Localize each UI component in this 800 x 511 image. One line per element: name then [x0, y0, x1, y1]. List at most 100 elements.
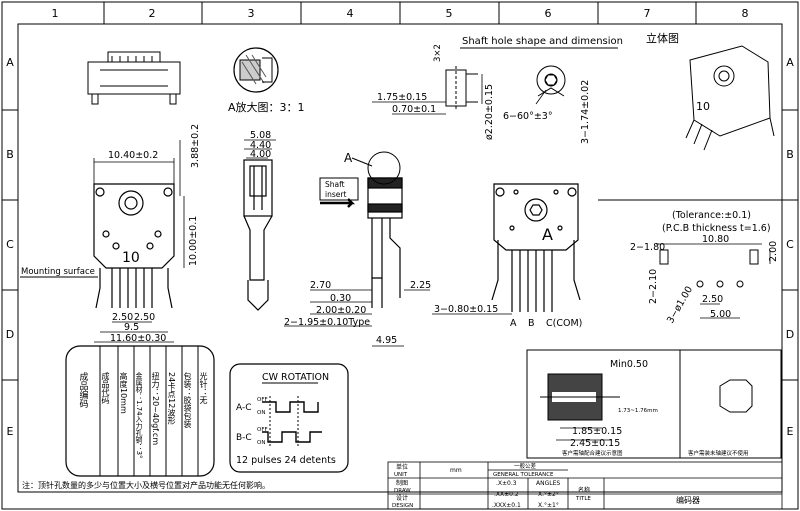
cw-rotation-label: CW ROTATION: [262, 372, 329, 383]
tol-row-3-right: X.°±1°: [538, 502, 559, 509]
table-cell-height: 高度10mm: [119, 372, 128, 414]
design-en: DESIGN: [392, 503, 413, 509]
name-value: 编码器: [676, 495, 700, 505]
col-5: 5: [446, 7, 453, 20]
dim-5-08: 5.08: [250, 130, 271, 141]
dim-6-60: 6−60°±3°: [503, 111, 553, 122]
off-2: OFF: [257, 427, 268, 433]
row-markers: A B C D E A B C D E: [6, 56, 794, 438]
bc-label: B-C: [236, 433, 252, 443]
pulses-label: 12 pulses 24 detents: [236, 455, 336, 466]
col-8: 8: [742, 7, 749, 20]
dim-2-00-vert: 2.00: [768, 241, 779, 262]
ac-label: A-C: [236, 403, 252, 413]
tol-row-3-left: .XXX±0.1: [492, 502, 521, 509]
column-markers: 1 2 3 4 5 6 7 8: [52, 7, 749, 20]
col-7: 7: [644, 7, 651, 20]
shaft-spec-note: 1.73~1.76mm: [618, 408, 658, 414]
three-d-view-drawing: [685, 45, 775, 151]
bottom-note: 注：顶针孔数量的多少与位置大小及横号位置对产品功能无任何影响。: [22, 480, 270, 490]
pcb-thickness-label: (P.C.B thickness t=1.6): [662, 223, 771, 234]
dim-3-0-80: 3−0.80±0.15: [434, 304, 498, 315]
on-1: ON: [257, 410, 265, 416]
dim-0-30: 0.30: [330, 293, 351, 304]
tol-row-1-left: .X±0.3: [496, 480, 517, 487]
dim-2-50-a: 2.50: [112, 312, 133, 323]
customer-note-right: 客户需装未轴建议不使用: [688, 449, 749, 457]
dim-2-00: 2.00±0.20: [316, 305, 366, 316]
table-cell-material: 金属材：1.74入力孔铜：3°: [135, 372, 143, 459]
tol-row-2-left: .XX±0.2: [494, 491, 519, 498]
off-1: OFF: [257, 397, 268, 403]
product-code-table: [65, 345, 215, 477]
customer-note-left: 客户需轴配合建议示意图: [562, 449, 623, 457]
dim-4-00: 4.00: [250, 149, 271, 160]
section-view-drawing: [367, 151, 403, 308]
pcb-hole-layout: [656, 243, 771, 319]
dim-10-40: 10.40±0.2: [108, 150, 158, 161]
dim-10-00: 10.00±0.1: [188, 216, 199, 266]
letter-a-big: A: [542, 225, 553, 244]
unit-en: UNIT: [394, 472, 408, 478]
shaft-insert-label-2: insert: [325, 190, 346, 199]
dim-5-00: 5.00: [710, 309, 731, 320]
dim-1-75: 1.75±0.15: [377, 92, 427, 103]
draw-en: DRAW: [394, 488, 411, 494]
table-cell-light: 光针：无: [199, 372, 208, 404]
row-b: B: [6, 148, 14, 161]
shaft-coupling-box: [526, 349, 782, 459]
shaft-hole-star: [536, 65, 566, 97]
row-d-right: D: [786, 328, 794, 341]
col-3: 3: [248, 7, 255, 20]
mounting-surface-label: Mounting surface: [21, 267, 95, 277]
rear-view-drawing: [491, 183, 581, 312]
front-marking-10: 10: [122, 250, 140, 266]
design-label: 设计: [396, 494, 408, 502]
dim-2-20: ø2.20±0.15: [484, 84, 495, 140]
title-block: [387, 461, 783, 510]
dim-3-1-74: 3−1.74±0.02: [580, 80, 591, 144]
col-6: 6: [545, 7, 552, 20]
table-cell-packing: 包装：胶袋包装: [183, 372, 192, 428]
dim-2-2-10: 2−2.10: [648, 269, 659, 304]
front-view-drawing: [93, 183, 175, 309]
dim-3x2: 3×2: [433, 44, 443, 62]
table-cell-code: 成品代码: [101, 372, 110, 404]
tol-header-right: ANGLES: [536, 480, 560, 487]
min-r-label: Min0.50: [610, 359, 648, 370]
row-e-right: E: [787, 425, 794, 438]
dim-2-50-c: 2.50: [702, 294, 723, 305]
three-d-view-label: 立体图: [646, 31, 679, 45]
on-2: ON: [257, 440, 265, 446]
three-d-marking: 10: [696, 100, 710, 113]
unit-label: 单位: [396, 463, 408, 471]
shaft-insert-box: [319, 177, 359, 201]
col-2: 2: [149, 7, 156, 20]
table-cell-detents: 24卡点12波形: [167, 372, 176, 425]
row-e: E: [7, 425, 14, 438]
dim-2-25: 2.25: [410, 280, 431, 291]
dim-1-85: 1.85±0.15: [572, 426, 622, 437]
cw-rotation-diagram: [229, 363, 349, 473]
letter-a-small: A: [344, 151, 353, 165]
side-view-drawing: [243, 159, 273, 311]
dim-2-1-95: 2−1.95±0.10Type: [284, 317, 370, 328]
tol-row-2-right: X.°±2°: [538, 491, 559, 498]
dim-4-95: 4.95: [376, 335, 397, 346]
general-tol-en: GENERAL TOLERANCE: [493, 472, 554, 478]
table-cell-torque: 扭力：20~40gf.cm: [151, 372, 160, 446]
row-d: D: [6, 328, 14, 341]
pin-b-label: B: [528, 318, 535, 329]
detail-a-label: A放大图：3：1: [228, 100, 305, 114]
row-b-right: B: [786, 148, 794, 161]
col-4: 4: [347, 7, 354, 20]
col-1: 1: [52, 7, 59, 20]
general-tol-cn: 一般公差: [514, 462, 537, 470]
table-row-label: 成品编码: [77, 372, 88, 408]
dim-10-80: 10.80: [702, 234, 729, 245]
dim-3-88: 3.88±0.2: [190, 124, 201, 168]
detail-a-magnified: [233, 47, 279, 93]
shaft-insert-arrow: [320, 198, 356, 208]
top-view-drawing: [87, 51, 181, 105]
